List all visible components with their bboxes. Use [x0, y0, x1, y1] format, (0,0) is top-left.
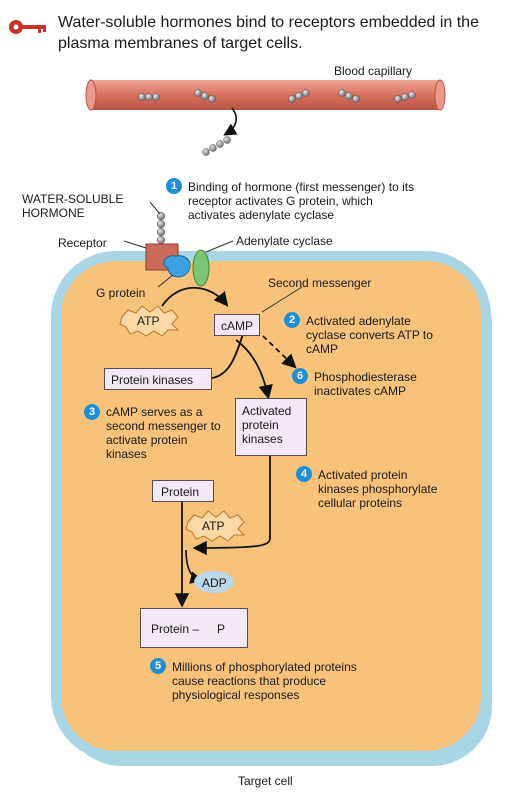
- adenylate-cyclase-label: Adenylate cyclase: [236, 234, 333, 248]
- bound-hormone: [156, 211, 166, 245]
- phosphate-label: P: [217, 622, 226, 636]
- key-icon: [9, 20, 46, 34]
- step-1-text: Binding of hormone (first messenger) to …: [188, 180, 415, 222]
- step-4-text: Activated protein kinases phosphorylate …: [318, 468, 438, 510]
- atp-starburst-1: [119, 305, 180, 337]
- protein-p-label: Protein –: [151, 622, 200, 636]
- step-2-badge: 2: [284, 312, 300, 328]
- hormone-label: WATER-SOLUBLE HORMONE: [22, 192, 124, 220]
- step-3-badge: 3: [84, 404, 100, 420]
- camp-box: cAMP: [214, 314, 260, 336]
- second-messenger-label: Second messenger: [268, 276, 372, 290]
- page-title: Water-soluble hormones bind to receptors…: [58, 14, 479, 52]
- protein-box: Protein: [152, 480, 214, 502]
- g-protein-label: G protein: [96, 286, 146, 300]
- step-5-text: Millions of phosphorylated proteins caus…: [172, 660, 357, 702]
- phosphorylated-protein-box: Protein – P: [140, 608, 248, 648]
- target-cell-label: Target cell: [238, 774, 293, 788]
- g-protein-shape: [163, 255, 191, 278]
- step-5-badge: 5: [150, 658, 166, 674]
- step-3-text: cAMP serves as a second messenger to act…: [106, 405, 221, 461]
- blood-capillary: [85, 79, 446, 111]
- blood-capillary-label: Blood capillary: [334, 64, 413, 78]
- exiting-hormone: [202, 136, 231, 156]
- activated-kinases-box: Activated protein kinases: [235, 398, 307, 456]
- adp-oval: [194, 571, 234, 593]
- atp-starburst-2: [185, 510, 246, 542]
- atp-label-2: ATP: [202, 519, 225, 533]
- adenylate-cyclase-shape: [192, 249, 210, 287]
- atp-label-1: ATP: [137, 314, 160, 328]
- receptor-label: Receptor: [58, 236, 107, 250]
- hormone-molecules: [138, 89, 416, 103]
- step-1-badge: 1: [166, 178, 182, 194]
- protein-kinases-box: Protein kinases: [104, 368, 212, 390]
- step-6-text: Phosphodiesterase inactivates cAMP: [314, 370, 417, 398]
- step-2-text: Activated adenylate cyclase converts ATP…: [306, 314, 433, 356]
- step-6-badge: 6: [292, 368, 308, 384]
- adp-label: ADP: [202, 576, 227, 590]
- step-4-badge: 4: [296, 466, 312, 482]
